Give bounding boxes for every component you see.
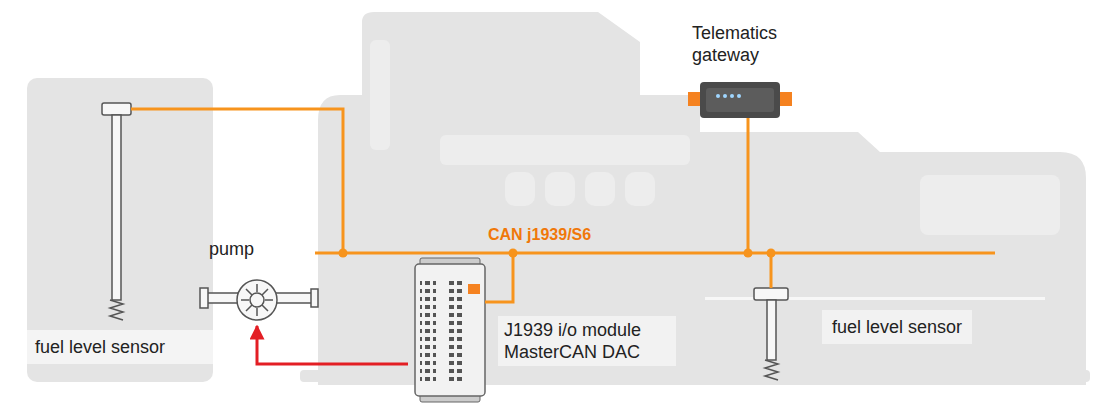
- pump-symbol: [200, 280, 318, 320]
- telematics-gateway-device: [688, 82, 792, 118]
- sensor-label-band: fuel level sensor: [27, 330, 213, 364]
- sensor-label-band: fuel level sensor: [822, 310, 972, 344]
- fuel-level-sensor-symbol: [102, 103, 131, 320]
- bus-label: CAN j1939/S6: [488, 226, 591, 244]
- node-label: J1939 i/o module MasterCAN DAC: [498, 316, 676, 366]
- can-bus-wiring: [131, 109, 995, 302]
- io-module-node: J1939 i/o module MasterCAN DAC: [408, 256, 696, 406]
- node-label: Telematics gateway: [692, 22, 822, 66]
- fuel-tank: [27, 78, 213, 382]
- gateway-node: Telematics gateway: [688, 20, 826, 68]
- node-label: fuel level sensor: [832, 316, 962, 338]
- control-arrow: [257, 326, 408, 364]
- pump-node: pump: [205, 236, 310, 326]
- fuel-level-sensor-symbol: [754, 288, 788, 380]
- node-label: fuel level sensor: [35, 336, 205, 358]
- node-label: pump: [209, 238, 306, 260]
- engine-details: [370, 40, 1060, 300]
- io-module-device: [415, 258, 485, 402]
- wire-junction: [339, 249, 776, 258]
